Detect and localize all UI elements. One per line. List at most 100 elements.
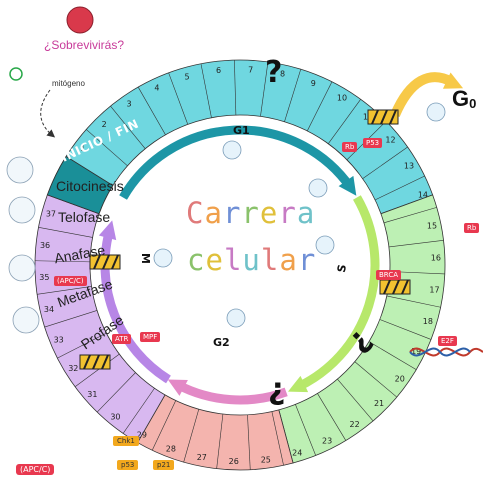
space-number: 29 bbox=[137, 431, 147, 440]
m-arrowhead bbox=[98, 220, 117, 241]
space-divider bbox=[328, 99, 361, 144]
space-divider bbox=[110, 105, 146, 149]
space-number: 15 bbox=[427, 222, 437, 231]
space-divider bbox=[374, 175, 425, 201]
barrier-stripe bbox=[383, 279, 391, 295]
space-number: 28 bbox=[166, 444, 176, 453]
g0-arrowhead bbox=[442, 72, 464, 89]
barrier-stripe bbox=[93, 254, 101, 270]
barrier-stripe bbox=[380, 109, 388, 125]
space-number: 30 bbox=[110, 412, 120, 421]
start-finish-sector bbox=[46, 155, 114, 215]
space-divider bbox=[74, 353, 120, 387]
barrier-stripe bbox=[392, 279, 400, 295]
space-divider bbox=[183, 409, 200, 463]
space-number: 5 bbox=[184, 72, 189, 81]
phase-label-g2: G2 bbox=[213, 336, 230, 349]
phase-label-m: M bbox=[138, 253, 152, 264]
space-divider bbox=[362, 146, 408, 179]
dna-helix-strand-icon bbox=[409, 347, 471, 357]
g2-mystery-mark: ¿ bbox=[268, 372, 286, 407]
protein-tag-apc-anaphase: (APC/C) bbox=[54, 276, 87, 286]
g0-exit-arrow bbox=[390, 72, 455, 118]
space-number: 7 bbox=[248, 65, 253, 74]
space-number: 12 bbox=[385, 135, 395, 144]
space-divider bbox=[271, 411, 284, 466]
space-divider bbox=[47, 194, 100, 214]
virus-ball-icon bbox=[66, 6, 94, 34]
space-number: 25 bbox=[261, 455, 271, 464]
space-number: 31 bbox=[87, 390, 97, 399]
protein-tag-apc-bottom: (APC/C) bbox=[16, 464, 55, 475]
title-letter: l bbox=[223, 243, 243, 277]
space-divider bbox=[368, 341, 417, 370]
g1-progress-arrow bbox=[119, 125, 355, 200]
protein-tag-p21: p21 bbox=[153, 460, 175, 470]
space-divider bbox=[65, 156, 113, 186]
protein-tag-rb: Rb bbox=[342, 142, 358, 152]
space-divider bbox=[260, 61, 269, 117]
phase-label-g0: G0 bbox=[452, 86, 477, 111]
space-number: 13 bbox=[404, 162, 414, 171]
space-number: 10 bbox=[337, 94, 347, 103]
survive-question: ¿Sobrevivirás? bbox=[44, 38, 125, 52]
space-divider bbox=[200, 63, 212, 118]
space-number: 20 bbox=[395, 375, 405, 384]
g2-arrowhead bbox=[167, 379, 188, 396]
mitosis-cell-icon bbox=[12, 306, 40, 334]
barrier-stripe bbox=[101, 354, 109, 370]
space-divider bbox=[37, 286, 92, 295]
barrier-stripe bbox=[371, 109, 379, 125]
space-number: 21 bbox=[374, 399, 384, 408]
space-divider bbox=[168, 72, 189, 125]
space-divider bbox=[388, 240, 444, 248]
title-letter: a bbox=[296, 196, 316, 230]
protein-tag-mpf: MPF bbox=[140, 332, 161, 342]
title-letter: c bbox=[187, 243, 206, 277]
space-divider bbox=[44, 310, 98, 328]
space-number-layer: 1234567891011121314151617181920212223242… bbox=[35, 60, 445, 470]
g1-mystery-mark: ? bbox=[265, 55, 283, 90]
space-number: 26 bbox=[229, 457, 239, 466]
space-number: 35 bbox=[39, 273, 49, 282]
space-divider bbox=[234, 60, 237, 116]
barrier-stripe bbox=[111, 254, 119, 270]
protein-tag-chk1: Chk1 bbox=[113, 436, 139, 446]
protein-tag-e2f: E2F bbox=[438, 336, 457, 346]
s-progress-arrow bbox=[295, 195, 380, 392]
phase-m-sector bbox=[34, 194, 166, 444]
protein-tag-p53: P53 bbox=[363, 138, 383, 148]
title-letter: r bbox=[241, 196, 260, 230]
barrier-stripe bbox=[83, 354, 91, 370]
space-divider bbox=[379, 319, 432, 340]
cell-bubble-icon bbox=[153, 248, 173, 268]
barrier-stripe bbox=[401, 279, 409, 295]
title-letter: a bbox=[279, 243, 298, 277]
space-number: 6 bbox=[216, 66, 221, 75]
title-letter: u bbox=[242, 243, 261, 277]
s-arrowhead bbox=[287, 375, 309, 393]
cell-bubble-icon bbox=[426, 102, 446, 122]
space-number: 1 bbox=[80, 144, 85, 153]
space-number: 32 bbox=[68, 364, 78, 373]
title-letter: r bbox=[222, 196, 242, 230]
space-number: 34 bbox=[44, 305, 54, 314]
cell-bubble-icon bbox=[222, 140, 242, 160]
space-number: 27 bbox=[197, 453, 207, 462]
space-divider bbox=[307, 81, 333, 132]
space-number: 4 bbox=[154, 83, 159, 92]
space-number: 2 bbox=[102, 120, 107, 129]
mitosis-cell-icon bbox=[8, 196, 36, 224]
m-subphase-telophase: Telofase bbox=[58, 209, 111, 225]
title-line-2: celular bbox=[187, 243, 316, 277]
mitogen-arrow bbox=[40, 89, 56, 138]
space-divider bbox=[383, 207, 437, 224]
barrier-stripe bbox=[102, 254, 110, 270]
space-divider bbox=[337, 378, 374, 422]
space-divider bbox=[216, 413, 224, 469]
space-number: 18 bbox=[423, 317, 433, 326]
space-divider bbox=[96, 372, 136, 413]
title-letter: r bbox=[297, 243, 317, 277]
cell-bubble-icon bbox=[315, 235, 335, 255]
space-divider bbox=[137, 86, 166, 135]
